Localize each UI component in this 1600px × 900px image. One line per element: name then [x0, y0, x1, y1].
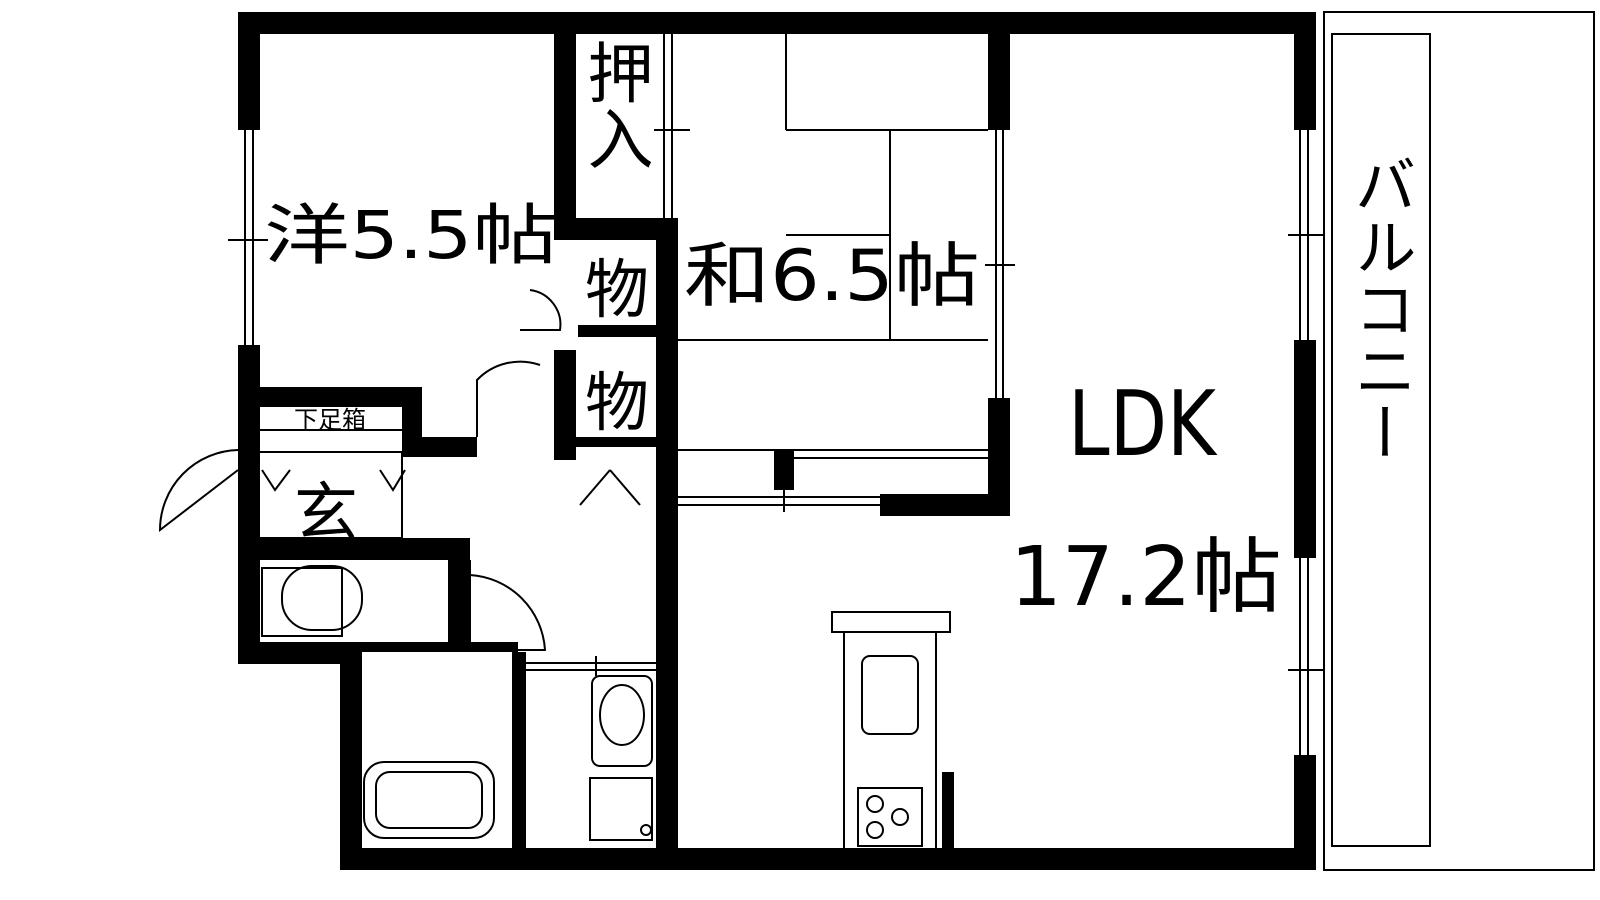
door-swings	[158, 289, 641, 651]
room-label-balcony: バルコニー	[1344, 153, 1417, 463]
room-label-entrance: 玄	[294, 477, 358, 551]
room-label-japanese: 和6.5帖	[684, 235, 980, 317]
room-label-ldk: LDK	[1068, 372, 1218, 477]
room-label-storage-upper: 物	[585, 254, 649, 328]
room-label-storage-lower: 物	[585, 367, 649, 441]
tatami-lines	[678, 34, 988, 459]
outer-walls	[238, 12, 1316, 870]
balcony	[1323, 11, 1595, 871]
windows-and-sliding-doors	[228, 34, 1325, 755]
room-label-closet: 押入	[577, 39, 654, 171]
room-label-western: 洋5.5帖	[264, 197, 558, 274]
room-label-shoe-box: 下足箱	[294, 406, 366, 434]
fixtures	[255, 429, 951, 853]
interior-walls	[238, 12, 1010, 870]
room-label-ldk-size: 17.2帖	[1010, 530, 1282, 625]
